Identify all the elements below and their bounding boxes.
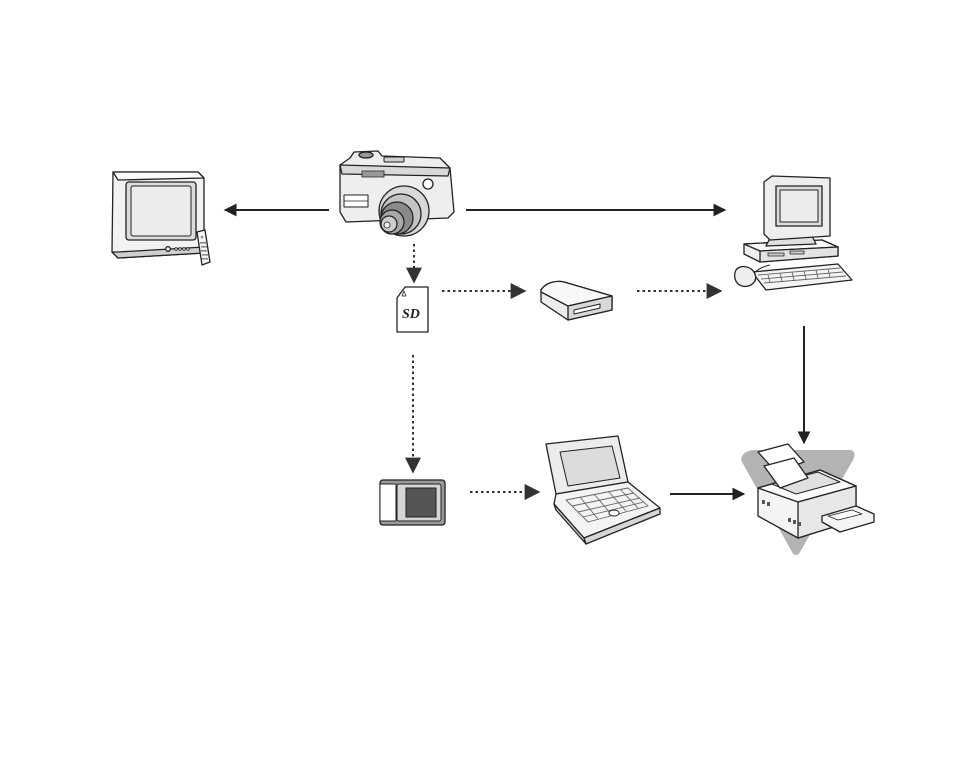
camera-icon [340,151,454,236]
sd-card-icon: SD [397,287,428,332]
sd-card-label: SD [402,307,420,322]
pc-card-adapter-icon [380,480,445,525]
arrows [225,210,804,494]
card-reader-icon [541,281,612,320]
laptop-icon [546,436,660,544]
desktop-computer-icon [735,176,852,290]
printer-icon [741,444,874,555]
tv-icon [112,172,210,265]
